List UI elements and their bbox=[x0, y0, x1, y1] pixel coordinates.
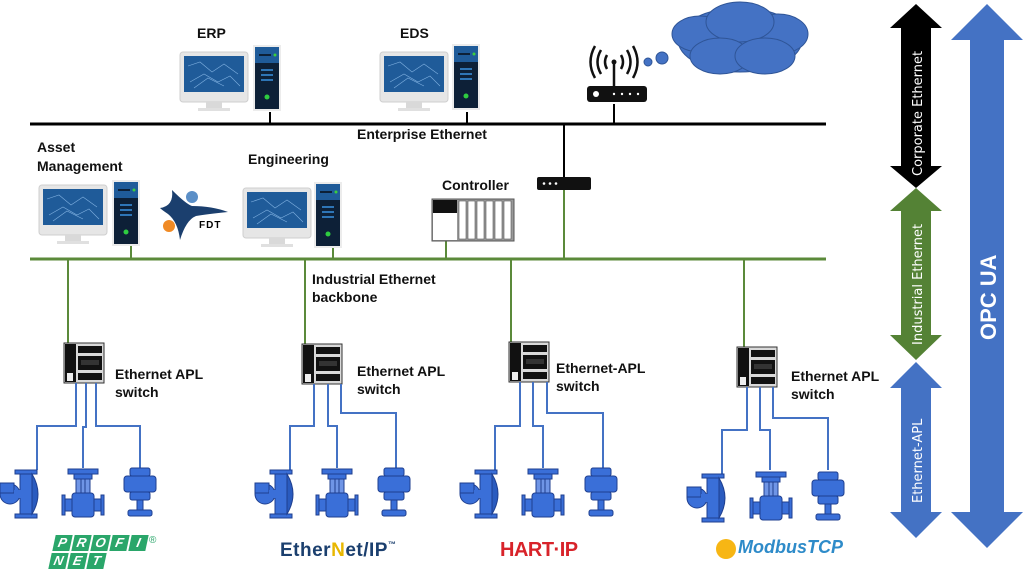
erp-tower-icon bbox=[253, 45, 281, 111]
asset-management-label-2: Management bbox=[37, 158, 123, 174]
eds-workstation bbox=[379, 44, 480, 112]
ethernetip-logo: EtherNet/IP™ bbox=[280, 540, 397, 561]
modbus-flower-icon bbox=[716, 538, 736, 559]
erp-monitor-icon bbox=[179, 51, 249, 112]
switch-4-label-2: switch bbox=[791, 386, 835, 402]
apl-wiring-2 bbox=[289, 384, 397, 470]
hartip-logo: HART·IP bbox=[500, 539, 578, 561]
industrial-ethernet-arrow: Industrial Ethernet bbox=[890, 188, 942, 360]
engineering-tower-icon bbox=[314, 182, 342, 248]
switch-3-label-1: Ethernet-APL bbox=[556, 360, 646, 376]
apl-switch-1-icon bbox=[63, 342, 105, 384]
apl-switch-2-icon bbox=[301, 343, 343, 385]
industrial-ethernet-label: Industrial Ethernet bbox=[911, 224, 926, 345]
eds-tower-icon bbox=[452, 44, 480, 110]
switch-2-label-1: Ethernet APL bbox=[357, 363, 446, 379]
asset-monitor-icon bbox=[38, 184, 108, 245]
enterprise-ethernet-label: Enterprise Ethernet bbox=[357, 126, 487, 142]
switch-1-label-1: Ethernet APL bbox=[115, 366, 204, 382]
eds-label: EDS bbox=[400, 25, 429, 41]
engineering-label: Engineering bbox=[248, 151, 329, 167]
switch-2-label-2: switch bbox=[357, 381, 401, 397]
industrial-backbone-label-2: backbone bbox=[312, 289, 378, 305]
cloud-icon bbox=[643, 1, 809, 75]
fdt-logo-text: FDT bbox=[199, 220, 221, 231]
valve-icon bbox=[61, 468, 105, 518]
apl-switch-4-icon bbox=[736, 346, 778, 388]
field-devices-4 bbox=[686, 471, 845, 523]
valve-icon bbox=[749, 471, 793, 521]
wireless-router-icon bbox=[587, 45, 647, 102]
valve-icon bbox=[315, 468, 359, 518]
apl-switch-3-icon bbox=[508, 341, 550, 383]
apl-wiring-4 bbox=[721, 387, 829, 474]
valve-icon bbox=[521, 468, 565, 518]
erp-label: ERP bbox=[197, 25, 226, 41]
transmitter-icon bbox=[811, 471, 845, 521]
modbus-tcp-logo: ModbusTCP bbox=[716, 537, 843, 559]
fdt-logo-icon: FDT bbox=[160, 190, 228, 240]
controller-icon bbox=[431, 198, 515, 242]
transmitter-icon bbox=[123, 467, 157, 517]
field-devices-3 bbox=[459, 467, 618, 519]
pump-icon bbox=[254, 469, 294, 519]
field-devices-1 bbox=[0, 467, 157, 519]
eds-monitor-icon bbox=[379, 51, 449, 112]
corporate-ethernet-label: Corporate Ethernet bbox=[911, 51, 926, 176]
industrial-backbone-label-1: Industrial Ethernet bbox=[312, 271, 436, 287]
field-devices-2 bbox=[254, 467, 411, 519]
corporate-ethernet-arrow: Corporate Ethernet bbox=[890, 4, 942, 188]
profinet-logo: P R O F I ® N E T bbox=[48, 535, 156, 569]
asset-management-label-1: Asset bbox=[37, 139, 76, 155]
ethernet-apl-label: Ethernet-APL bbox=[911, 418, 926, 503]
switch-3-label-2: switch bbox=[556, 378, 600, 394]
pump-icon bbox=[686, 473, 726, 523]
opcua-arrow: OPC UA bbox=[951, 4, 1023, 548]
asset-tower-icon bbox=[112, 180, 140, 246]
erp-workstation bbox=[179, 45, 281, 112]
controller-label: Controller bbox=[442, 177, 509, 193]
pump-icon bbox=[0, 469, 39, 519]
pump-icon bbox=[459, 469, 499, 519]
switch-4-label-1: Ethernet APL bbox=[791, 368, 880, 384]
engineering-workstation bbox=[242, 182, 342, 248]
switch-1-label-2: switch bbox=[115, 384, 159, 400]
asset-management-workstation bbox=[38, 180, 140, 246]
transmitter-icon bbox=[584, 467, 618, 517]
transmitter-icon bbox=[377, 467, 411, 517]
engineering-monitor-icon bbox=[242, 187, 312, 248]
ethernet-apl-arrow: Ethernet-APL bbox=[890, 362, 942, 538]
opcua-label: OPC UA bbox=[976, 254, 1001, 340]
apl-wiring-3 bbox=[494, 382, 604, 470]
gateway-switch-icon bbox=[537, 177, 591, 190]
apl-wiring-1 bbox=[36, 383, 141, 470]
